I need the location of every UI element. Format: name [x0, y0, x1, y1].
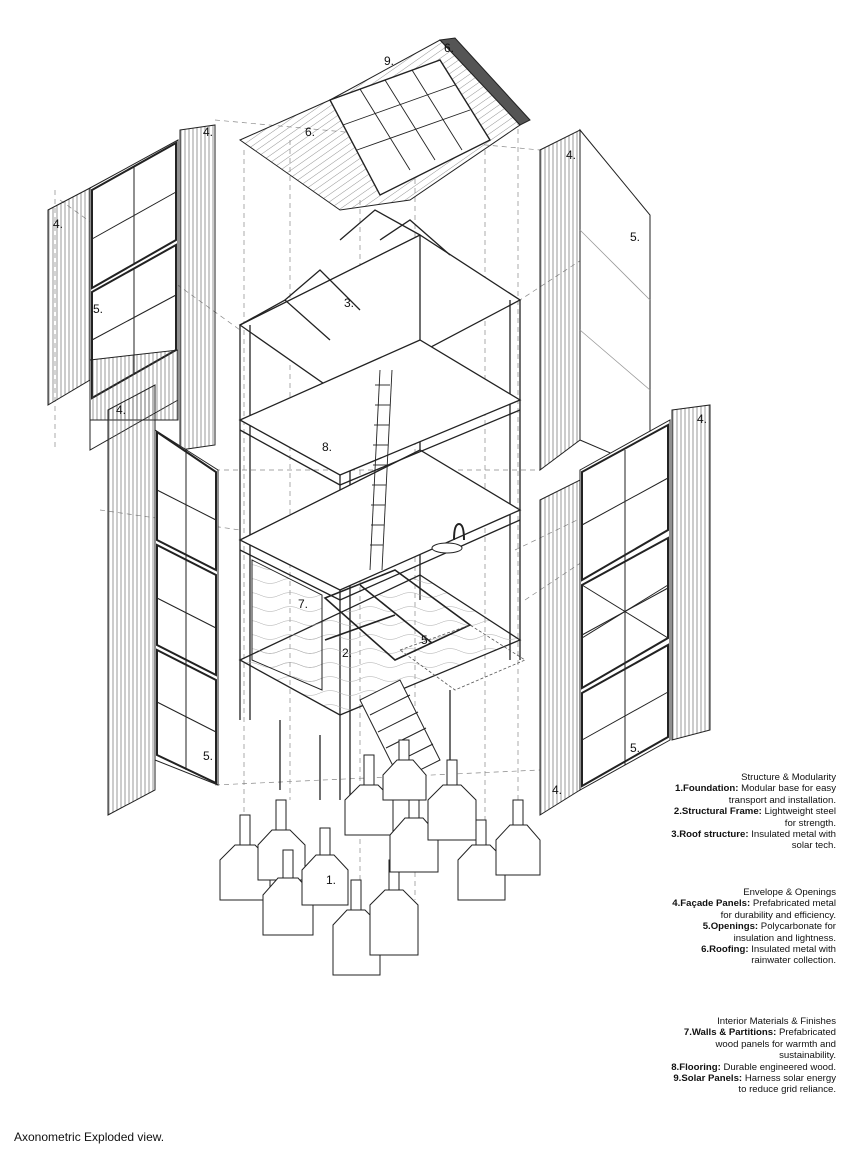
- legend-item: 1.Foundation: Modular base for easy tran…: [674, 783, 836, 806]
- footing-11: [495, 799, 541, 876]
- label-facade-right-top: 4.: [566, 148, 577, 162]
- interior-wall: [251, 559, 323, 691]
- label-walls: 7.: [298, 597, 309, 611]
- footing-12: [382, 739, 427, 801]
- roof-assembly: [238, 37, 531, 211]
- label-foundation: 1.: [326, 873, 337, 887]
- label-flooring: 8.: [322, 440, 333, 454]
- ladder: [369, 369, 393, 571]
- label-structural-frame: 2.: [342, 646, 353, 660]
- label-solar-panels: 9.: [384, 54, 395, 68]
- legend-item: 9.Solar Panels: Harness solar energy to …: [673, 1073, 836, 1096]
- legend-heading: Envelope & Openings: [743, 887, 836, 898]
- legend-item: 2.Structural Frame: Lightweight steel fo…: [673, 806, 836, 829]
- sink: [431, 522, 465, 554]
- label-opening-left-bottom: 5.: [203, 749, 214, 763]
- legend-envelope: Envelope & Openings 4.Façade Panels: Pre…: [666, 887, 836, 967]
- legend-interior: Interior Materials & Finishes 7.Walls & …: [666, 1016, 836, 1096]
- caption: Axonometric Exploded view.: [14, 1130, 165, 1144]
- solar-panel-array: [329, 59, 492, 196]
- legend-structure: Structure & Modularity 1.Foundation: Mod…: [666, 772, 836, 852]
- legend-item: 5.Openings: Polycarbonate for insulation…: [702, 921, 836, 944]
- legend-item: 3.Roof structure: Insulated metal with s…: [671, 829, 836, 852]
- label-facade-left-far: 4.: [53, 217, 64, 231]
- legend-item: 8.Flooring: Durable engineered wood.: [671, 1061, 836, 1073]
- legend-item: 6.Roofing: Insulated metal with rainwate…: [701, 944, 836, 967]
- label-facade-right-far: 4.: [697, 412, 708, 426]
- legend-item: 4.Façade Panels: Prefabricated metal for…: [672, 898, 836, 921]
- label-facade-left-bottom: 4.: [116, 403, 127, 417]
- label-opening-right-bottom: 5.: [630, 741, 641, 755]
- footing-4: [301, 827, 349, 906]
- label-opening-inner: 5.: [421, 633, 432, 647]
- right-facade-near: [539, 404, 711, 816]
- label-opening-left-top: 5.: [93, 302, 104, 316]
- left-facade-near: [107, 384, 219, 816]
- legend-item: 7.Walls & Partitions: Prefabricated wood…: [683, 1027, 836, 1062]
- label-facade-left-top: 4.: [203, 125, 214, 139]
- footing-6: [369, 859, 419, 956]
- stairs: [359, 679, 441, 781]
- interior-opening: [323, 569, 472, 661]
- left-facade-far: [47, 124, 216, 451]
- right-facade-far: [539, 128, 651, 471]
- label-roofing-left: 6.: [305, 125, 316, 139]
- foundation-blocks: [219, 739, 541, 976]
- label-roof-structure: 3.: [344, 296, 355, 310]
- label-opening-right-top: 5.: [630, 230, 641, 244]
- legend-heading: Structure & Modularity: [741, 772, 836, 783]
- legend-heading: Interior Materials & Finishes: [717, 1016, 836, 1027]
- label-facade-right-bottom: 4.: [552, 783, 563, 797]
- footing-2: [257, 799, 306, 881]
- label-roofing-top: 6.: [444, 41, 455, 55]
- roof-right-slope: [438, 37, 531, 126]
- footing-9: [427, 759, 477, 841]
